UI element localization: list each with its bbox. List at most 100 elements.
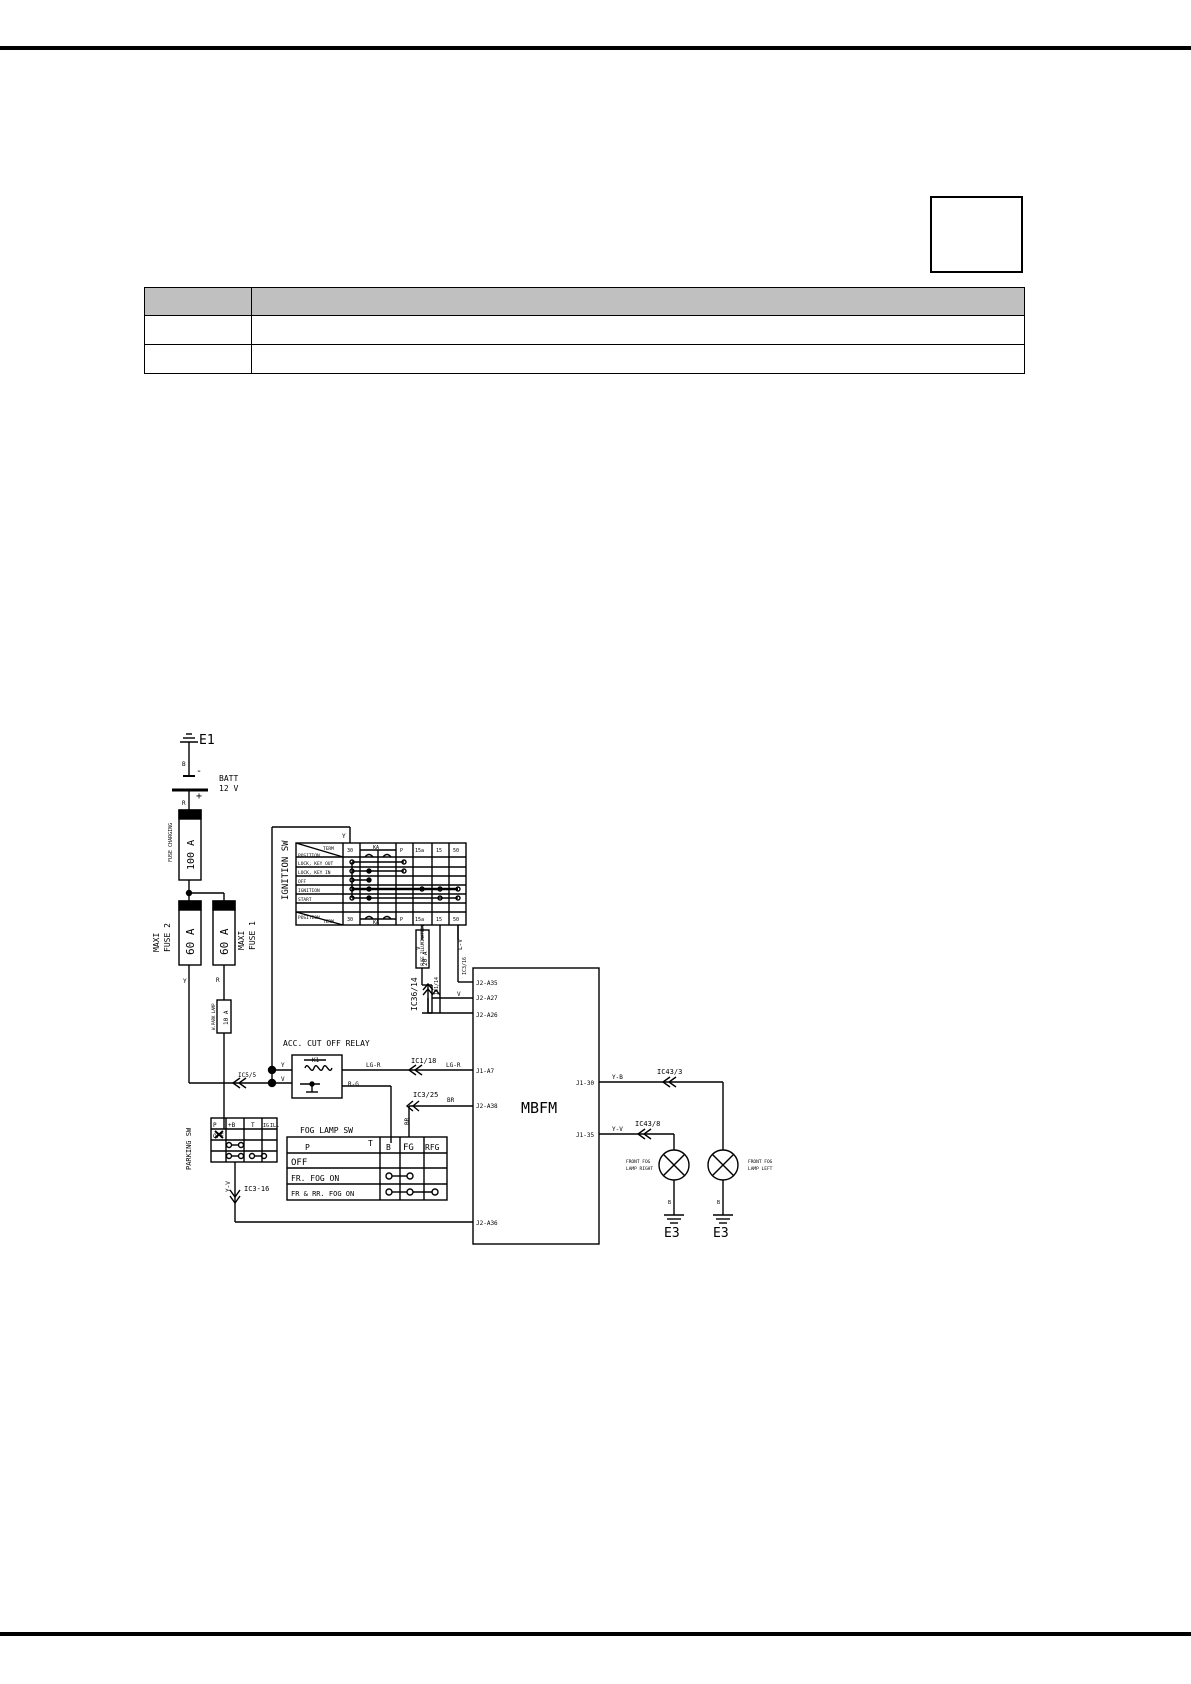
top-rule — [0, 46, 1191, 50]
ign-term-top: TERM — [323, 846, 334, 852]
acc-cut-off-relay — [291, 1054, 343, 1099]
header-cell — [144, 287, 252, 316]
table-cell — [144, 344, 252, 374]
table-cell — [251, 344, 1025, 374]
bottom-rule — [0, 1632, 1191, 1636]
wire-lg-r-relay: LG-R — [366, 1062, 381, 1069]
pin-j2-a36: J2-A36 — [476, 1220, 498, 1227]
wire-v-ign-2: V — [457, 991, 461, 998]
front-fog-lamp-right-icon — [658, 1149, 690, 1181]
ign-col-ka: KA — [373, 845, 379, 851]
wire-b-lamp-left: B — [717, 1200, 720, 1206]
ign-col-30: 30 — [347, 848, 353, 854]
pin-j2-a35: J2-A35 — [476, 980, 498, 987]
connector-ic5-5: IC5/5 — [238, 1072, 256, 1079]
label-small-fuse-name: W.PARK LAMP — [211, 1003, 216, 1030]
label-maxi-fuse2-l2: FUSE 2 — [163, 923, 172, 952]
ign-col-ka-bottom: KA — [373, 920, 379, 926]
label-lamp-left-1: FRONT FOG — [748, 1159, 773, 1165]
label-batt-voltage: 12 V — [219, 784, 238, 793]
label-e1: E1 — [199, 733, 215, 748]
label-lamp-right-1: FRONT FOG — [626, 1159, 651, 1165]
label-parking-sw: PARKING SW — [185, 1127, 193, 1170]
wire-v-ign: V — [415, 946, 422, 950]
ign-col-15: 15 — [436, 848, 442, 854]
ground-e3-left-icon — [713, 1214, 733, 1224]
ign-position-top: POSITION — [298, 853, 320, 859]
wire-y-b: Y-B — [612, 1074, 623, 1081]
section-code-box — [930, 196, 1023, 273]
wire-v-relay: V — [281, 1076, 285, 1083]
wire-r-right: R — [216, 977, 220, 984]
label-e3-right: E3 — [664, 1226, 680, 1241]
pin-j1-30: J1-30 — [576, 1080, 594, 1087]
label-lamp-left-2: LAMP LEFT — [748, 1166, 773, 1172]
label-ignition-sw: IGNITION SW — [281, 840, 291, 900]
wire-y-v-park: Y-V — [225, 1181, 232, 1192]
ign-col-15a-bottom: 15a — [415, 917, 424, 923]
label-relay-k1: K1 — [312, 1057, 320, 1064]
fog-row-fr-rr-fog-on: FR & RR. FOG ON — [291, 1190, 354, 1198]
ign-col-50: 50 — [453, 848, 459, 854]
wire-lg-r-mbfm: LG-R — [446, 1062, 461, 1069]
connector-ic43-3: IC43/3 — [657, 1068, 682, 1076]
ign-row-lock-key-in: LOCK, KEY IN — [298, 870, 331, 876]
fog-row-fr-fog-on: FR. FOG ON — [291, 1174, 339, 1183]
park-col-p: P — [213, 1122, 217, 1129]
wire-br: BR — [447, 1097, 455, 1104]
header-table-row — [144, 344, 1025, 374]
pin-j2-a38: J2-A38 — [476, 1103, 498, 1110]
label-e3-left: E3 — [713, 1226, 729, 1241]
label-fuse-100a: 100 A — [186, 840, 197, 870]
wire-b: B — [182, 761, 186, 768]
label-fuse-charging: FUSE CHARGING — [168, 823, 174, 862]
pin-j1-a7: J1-A7 — [476, 1068, 494, 1075]
ground-e3-right-icon — [664, 1214, 684, 1224]
ign-position-bottom: POSITION — [298, 915, 320, 921]
ign-col-15-bottom: 15 — [436, 917, 442, 923]
fog-col-t: T — [368, 1139, 373, 1148]
wire-l-v: L-V — [457, 939, 464, 950]
label-batt-minus: - — [196, 766, 202, 777]
wire-y-ign: Y — [342, 833, 346, 840]
battery-icon — [172, 775, 208, 792]
connector-ic36-14: IC36/14 — [410, 977, 419, 1011]
ign-col-p: P — [400, 848, 403, 854]
fog-row-off: OFF — [291, 1158, 307, 1168]
label-maxi-fuse1-l1: MAXI — [237, 931, 246, 950]
park-col-ill: ILL — [270, 1123, 279, 1129]
connector-ic3-25: IC3/25 — [413, 1091, 438, 1099]
label-fuse-illumination: FUSE ILLUMINATION — [420, 924, 425, 966]
fog-col-rfg: RFG — [425, 1143, 440, 1152]
parking-switch-table — [210, 1117, 278, 1163]
ignition-switch-table — [295, 842, 467, 926]
header-table — [144, 287, 1025, 374]
label-maxi-fuse2-l1: MAXI — [152, 933, 161, 952]
label-batt-plus: + — [196, 791, 202, 802]
label-small-fuse-value: 10 A — [223, 1010, 230, 1025]
wire-b-lamp-right: B — [668, 1200, 671, 1206]
park-row-off: OFF — [213, 1133, 224, 1140]
pin-j2-a26: J2-A26 — [476, 1012, 498, 1019]
ign-row-lock-key-out: LOCK, KEY OUT — [298, 861, 334, 867]
label-lamp-right-2: LAMP RIGHT — [626, 1166, 653, 1172]
label-fog-lamp-sw: FOG LAMP SW — [300, 1126, 353, 1135]
pin-j2-a27: J2-A27 — [476, 995, 498, 1002]
ign-col-15a: 15a — [415, 848, 424, 854]
park-col-ig: IG — [263, 1123, 269, 1129]
connector-ic3-16: IC3/16 — [462, 957, 468, 975]
ign-row-ignition: IGNITION — [298, 888, 320, 894]
wire-y-relay: Y — [281, 1062, 285, 1069]
pin-j1-35: J1-35 — [576, 1132, 594, 1139]
label-fuse-60a-left: 60 A — [184, 928, 197, 955]
connector-ic1-14: IC1/14 — [434, 977, 440, 995]
connector-ic1-18: IC1/18 — [411, 1057, 436, 1065]
fog-col-p: P — [305, 1143, 310, 1152]
ign-col-p-bottom: P — [400, 917, 403, 923]
park-col-b: +B — [228, 1122, 236, 1129]
label-fuse-20a: 20 A — [422, 951, 429, 966]
park-col-t: T — [251, 1122, 255, 1129]
ign-row-off: OFF — [298, 879, 306, 885]
ign-term-bottom: TERM — [323, 919, 334, 925]
